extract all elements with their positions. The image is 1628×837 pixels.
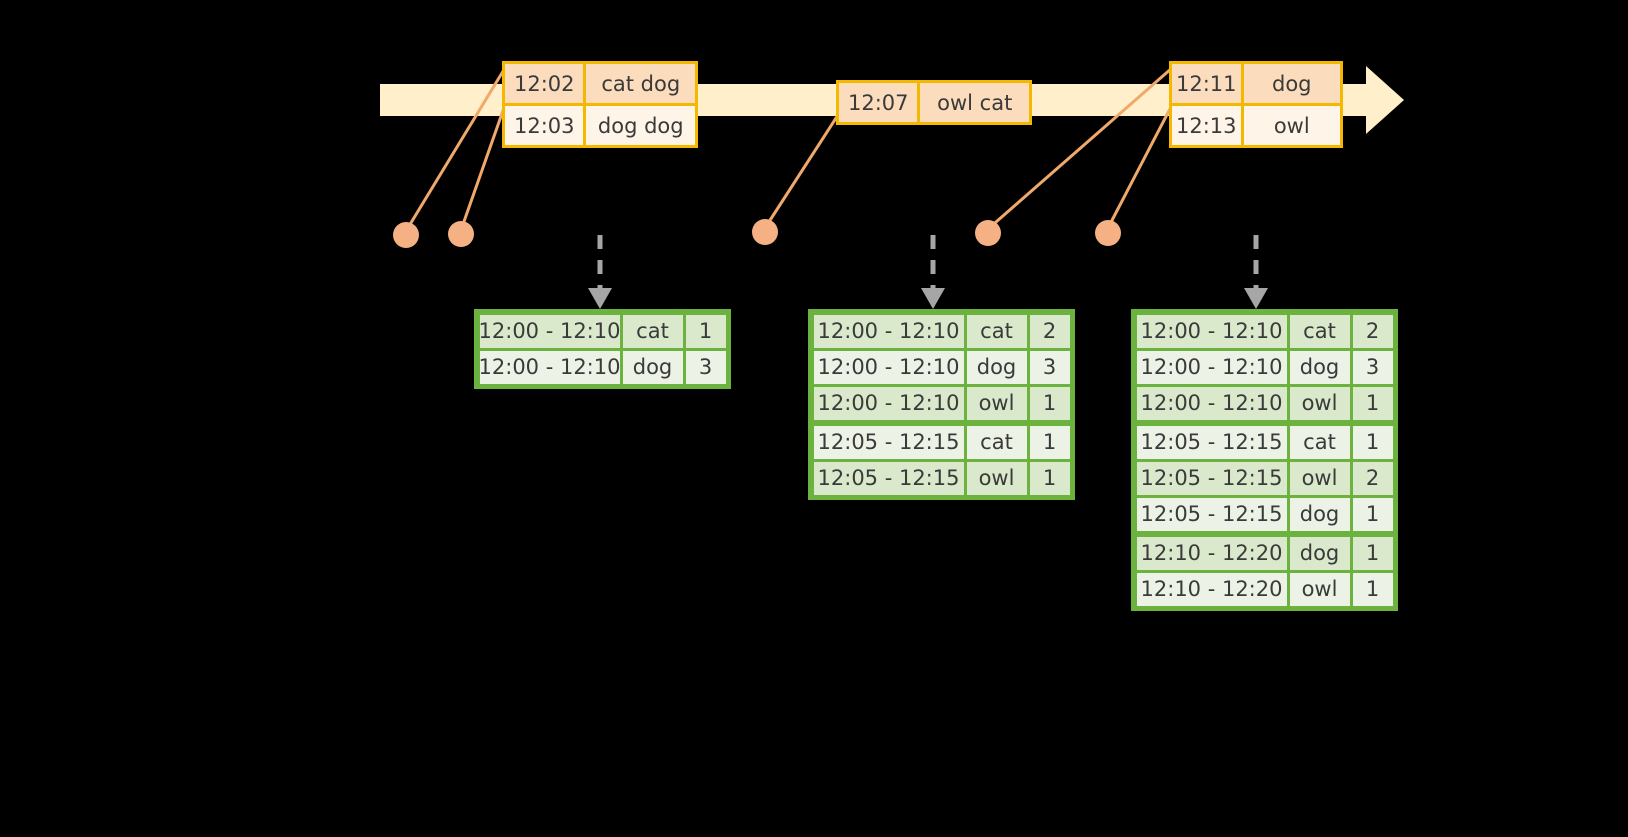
cell-count: 1 — [1029, 461, 1070, 495]
event-words: owl cat — [920, 83, 1029, 122]
cell-word: cat — [1289, 314, 1350, 348]
event-timestamp: 12:11 — [1172, 64, 1244, 103]
cell-count: 3 — [1352, 350, 1393, 384]
cell-window-range: 12:10 - 12:20 — [1136, 536, 1287, 570]
cell-window-range: 12:00 - 12:10 — [479, 314, 620, 348]
cell-window-range: 12:00 - 12:10 — [1136, 314, 1287, 348]
event-timestamp: 12:13 — [1172, 106, 1244, 145]
cell-count: 1 — [685, 314, 726, 348]
dot-12-11 — [975, 220, 1001, 246]
cell-word: owl — [1289, 461, 1350, 495]
cell-window-range: 12:00 - 12:10 — [479, 350, 620, 384]
cell-window-range: 12:00 - 12:10 — [813, 314, 964, 348]
cell-window-range: 12:00 - 12:10 — [813, 386, 964, 420]
dot-12-03 — [448, 221, 474, 247]
connector-12-07 — [763, 113, 840, 230]
cell-word: dog — [1289, 350, 1350, 384]
cell-word: dog — [966, 350, 1027, 384]
connector-dot-group — [393, 219, 1121, 248]
cell-window-range: 12:10 - 12:20 — [1136, 572, 1287, 606]
cell-word: cat — [966, 425, 1027, 459]
cell-word: dog — [622, 350, 683, 384]
cell-count: 3 — [685, 350, 726, 384]
cell-count: 3 — [1029, 350, 1070, 384]
cell-count: 2 — [1352, 314, 1393, 348]
cell-word: owl — [1289, 572, 1350, 606]
dashed-arrowhead-2 — [921, 288, 945, 309]
event-words: dog — [1243, 64, 1340, 103]
cell-word: cat — [966, 314, 1027, 348]
dot-12-13 — [1095, 220, 1121, 246]
cell-window-range: 12:00 - 12:10 — [813, 350, 964, 384]
cell-word: dog — [1289, 536, 1350, 570]
cell-word: cat — [622, 314, 683, 348]
cell-count: 2 — [1029, 314, 1070, 348]
dashed-arrow-group — [597, 235, 1259, 288]
cell-window-range: 12:05 - 12:15 — [813, 425, 964, 459]
cell-count: 2 — [1352, 461, 1393, 495]
cell-window-range: 12:05 - 12:15 — [1136, 425, 1287, 459]
cell-count: 1 — [1352, 572, 1393, 606]
cell-count: 1 — [1352, 425, 1393, 459]
event-words: owl — [1243, 106, 1340, 145]
dot-12-07 — [752, 219, 778, 245]
event-words: cat dog — [586, 64, 695, 103]
dashed-arrowhead-1 — [588, 288, 612, 309]
cell-count: 1 — [1029, 386, 1070, 420]
cell-count: 1 — [1029, 425, 1070, 459]
cell-word: cat — [1289, 425, 1350, 459]
cell-window-range: 12:05 - 12:15 — [1136, 461, 1287, 495]
connector-12-02 — [404, 66, 507, 233]
connector-12-13 — [1106, 103, 1174, 230]
cell-word: owl — [966, 461, 1027, 495]
event-words: dog dog — [586, 106, 695, 145]
cell-word: owl — [966, 386, 1027, 420]
cell-count: 1 — [1352, 536, 1393, 570]
cell-word: dog — [1289, 497, 1350, 531]
cell-window-range: 12:05 - 12:15 — [1136, 497, 1287, 531]
cell-count: 1 — [1352, 386, 1393, 420]
cell-word: owl — [1289, 386, 1350, 420]
connector-12-03 — [459, 103, 507, 232]
cell-window-range: 12:05 - 12:15 — [813, 461, 964, 495]
dot-12-02 — [393, 222, 419, 248]
event-timestamp: 12:07 — [839, 83, 921, 122]
cell-count: 1 — [1352, 497, 1393, 531]
dashed-arrow-heads — [588, 288, 1268, 309]
timeline-arrowhead — [1366, 66, 1404, 134]
dashed-arrowhead-3 — [1244, 288, 1268, 309]
event-timestamp: 12:03 — [505, 106, 587, 145]
event-timestamp: 12:02 — [505, 64, 587, 103]
cell-window-range: 12:00 - 12:10 — [1136, 350, 1287, 384]
cell-window-range: 12:00 - 12:10 — [1136, 386, 1287, 420]
